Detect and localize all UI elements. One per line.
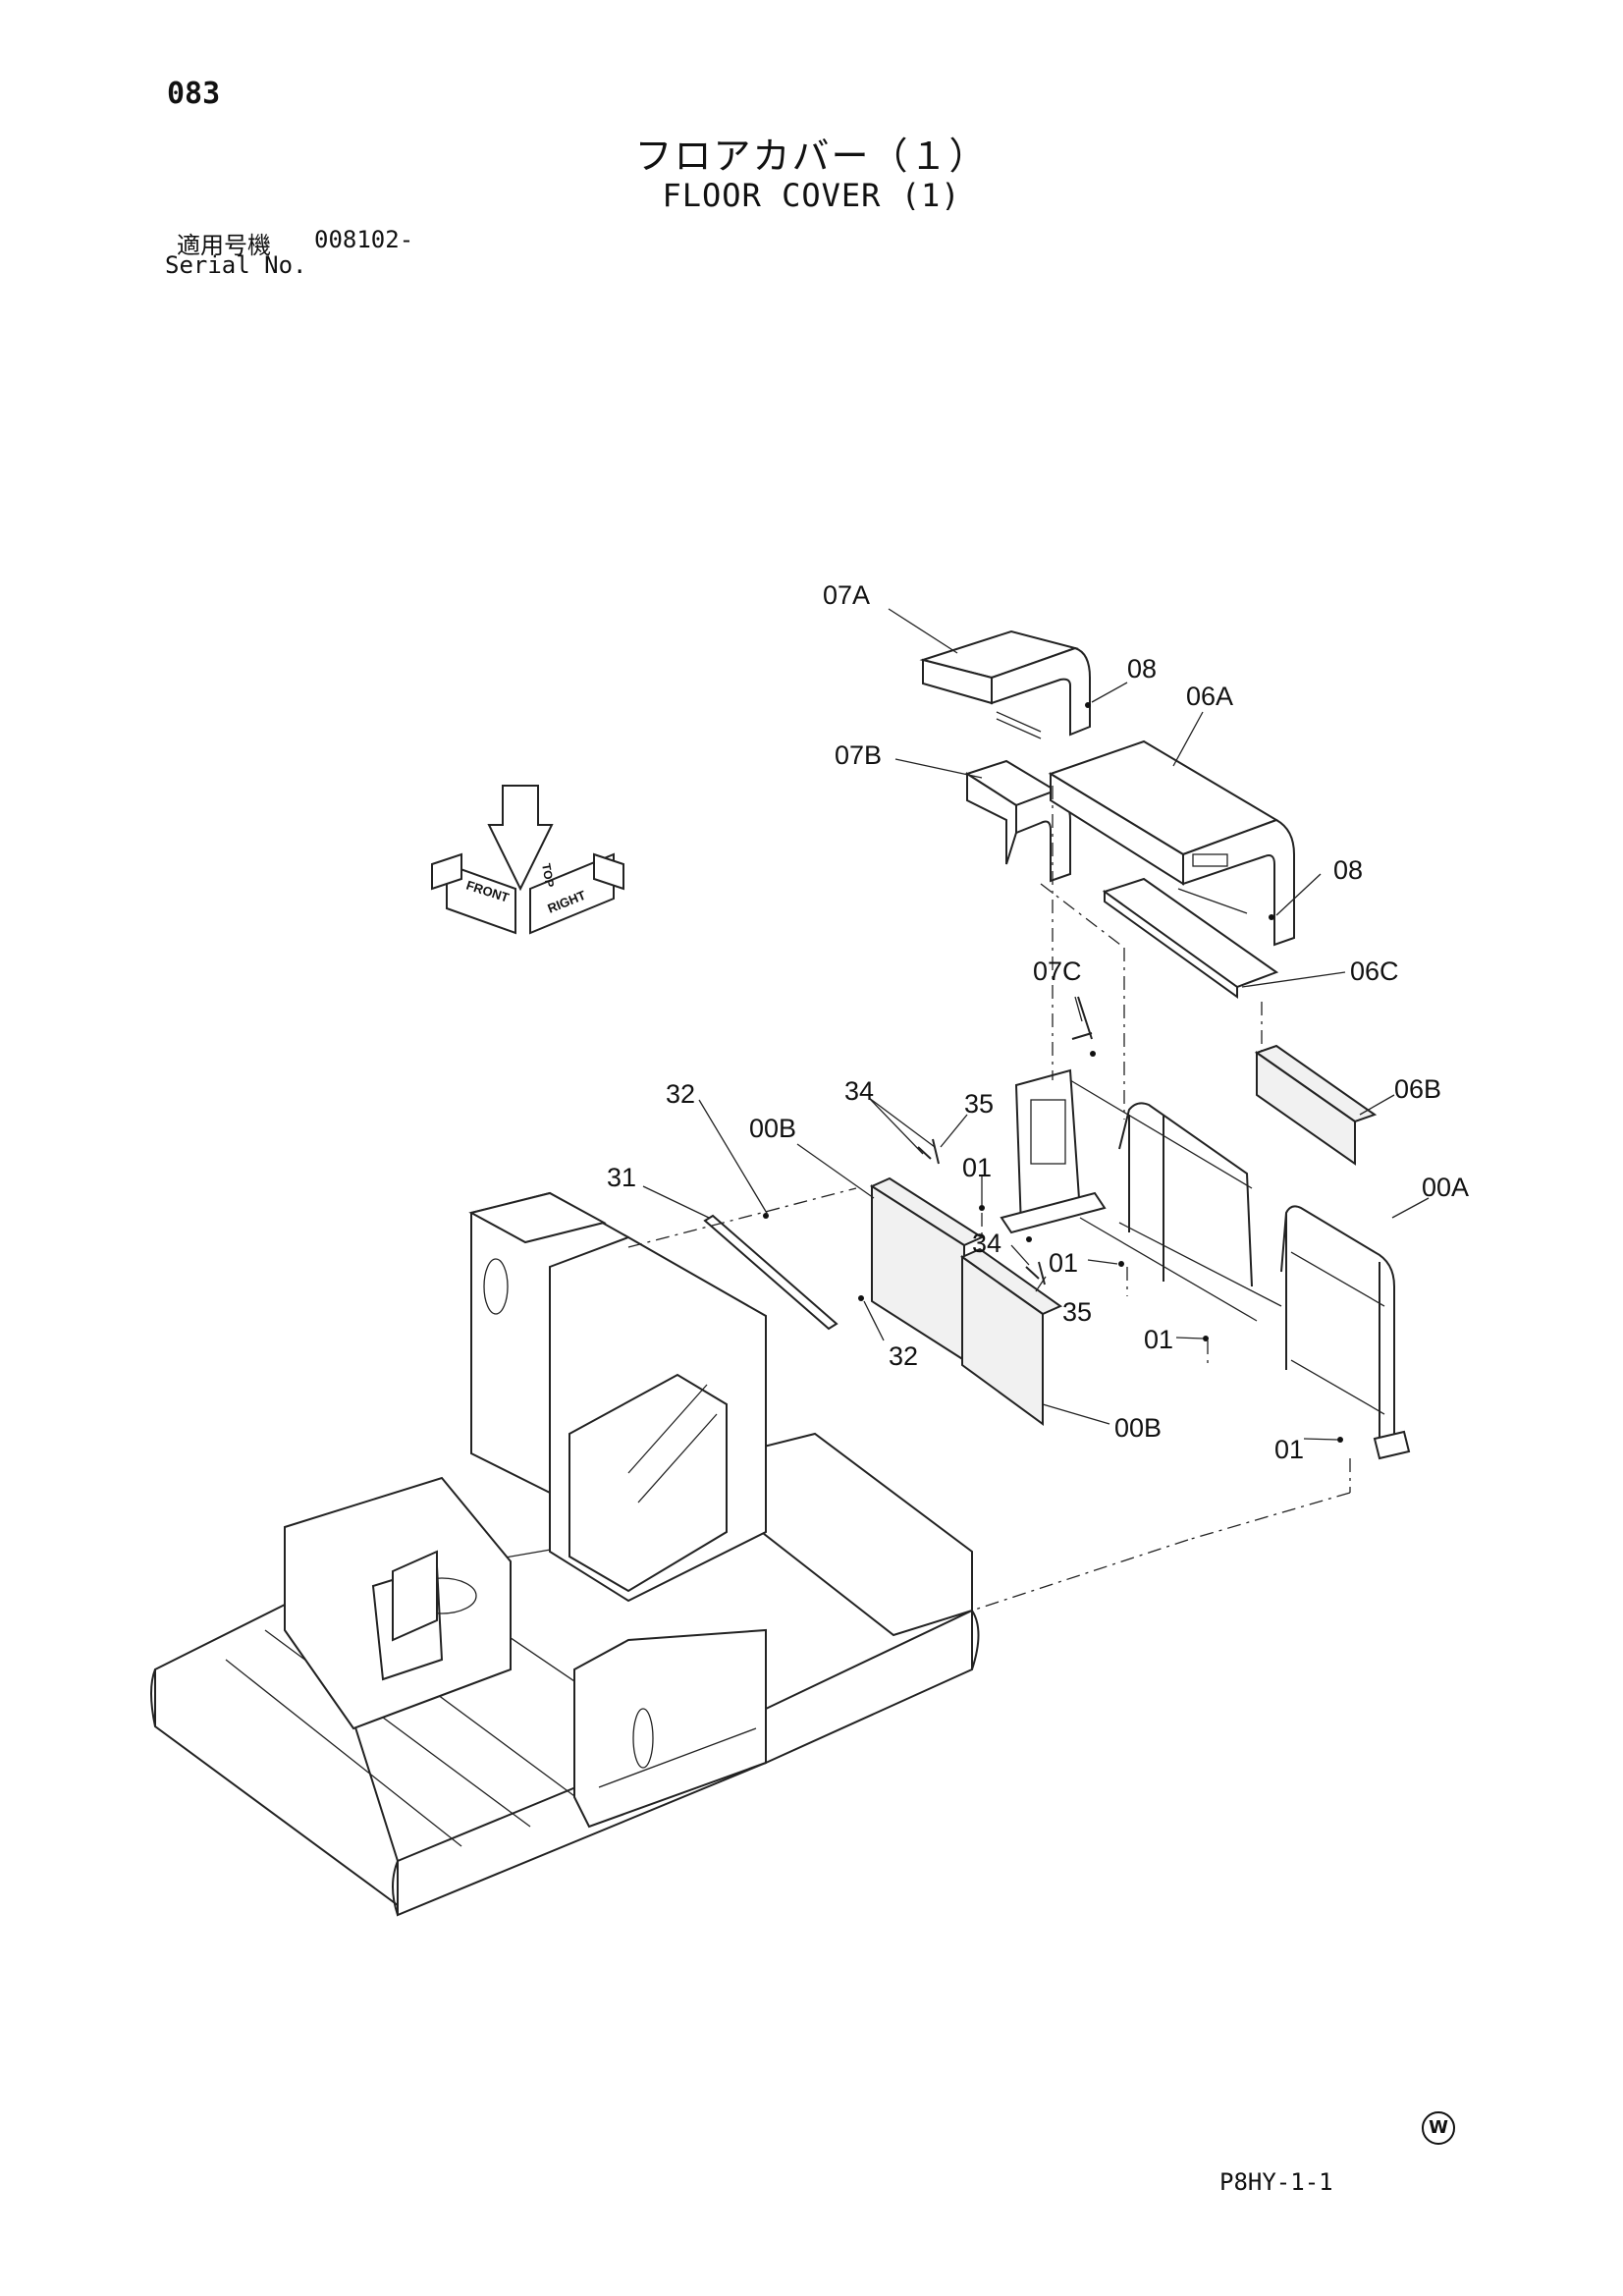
callout-00b-lower: 00B <box>1114 1413 1162 1443</box>
callout-00b-upper: 00B <box>749 1114 796 1143</box>
callout-35-lower: 35 <box>1062 1297 1092 1327</box>
center-tower-frame <box>468 1191 767 1829</box>
callout-leader-lines <box>642 608 1430 1441</box>
callout-01-middle: 01 <box>1049 1248 1078 1278</box>
serial-number-value: 008102- <box>314 226 414 253</box>
page-title-japanese: フロアカバー（１） <box>634 135 989 178</box>
orientation-label-top: TOP <box>539 862 557 889</box>
callout-01-lower: 01 <box>1274 1435 1304 1464</box>
callout-06c: 06C <box>1350 957 1399 986</box>
callout-07a: 07A <box>823 580 870 610</box>
watermark-icon: W <box>1422 2111 1455 2145</box>
page-number: 083 <box>167 77 221 111</box>
callout-00a: 00A <box>1422 1173 1469 1202</box>
serial-label-english: Serial No. <box>165 251 307 279</box>
part-06a-side-cover <box>1048 739 1295 947</box>
part-31-rail <box>703 1214 839 1331</box>
callout-01-upper: 01 <box>962 1153 992 1182</box>
callout-labels: 07A 08 06A 07B 08 07C 06C 06B 32 34 35 0… <box>607 580 1469 1464</box>
orientation-arrow-icon: FRONT TOP RIGHT <box>431 785 624 935</box>
part-07b-side-cover <box>964 759 1071 883</box>
assembly-guide-lines <box>627 786 1351 1612</box>
part-00b-floor-mat-upper <box>869 1176 985 1362</box>
callout-08-upper: 08 <box>1127 654 1157 683</box>
callout-35-upper: 35 <box>964 1089 994 1119</box>
part-06c-cover-plate <box>1102 877 1279 999</box>
drawing-code: P8HY-1-1 <box>1219 2168 1333 2196</box>
part-bolts <box>763 702 1343 1443</box>
callout-06a: 06A <box>1186 682 1233 711</box>
part-07c-pin <box>1071 996 1093 1040</box>
callout-01-right: 01 <box>1144 1325 1173 1354</box>
callout-06b: 06B <box>1394 1074 1441 1104</box>
serial-label-japanese: 適用号機 <box>177 232 271 259</box>
floor-step-panels <box>735 1432 973 1637</box>
part-06b-cover-plate <box>1254 1044 1378 1166</box>
part-00a-frame-assembly <box>1000 1068 1411 1460</box>
callout-08-lower: 08 <box>1333 855 1363 885</box>
callout-07b: 07B <box>835 740 882 770</box>
callout-07c: 07C <box>1033 957 1082 986</box>
callout-32-upper: 32 <box>666 1079 695 1109</box>
page-title-english: FLOOR COVER (1) <box>662 177 961 214</box>
callout-34-lower: 34 <box>972 1229 1001 1258</box>
callout-31: 31 <box>607 1163 636 1192</box>
part-00b-floor-mat-lower <box>959 1247 1063 1426</box>
callout-34-upper: 34 <box>844 1076 874 1106</box>
callout-32-lower: 32 <box>889 1341 918 1371</box>
part-07a-top-cover <box>919 629 1091 739</box>
